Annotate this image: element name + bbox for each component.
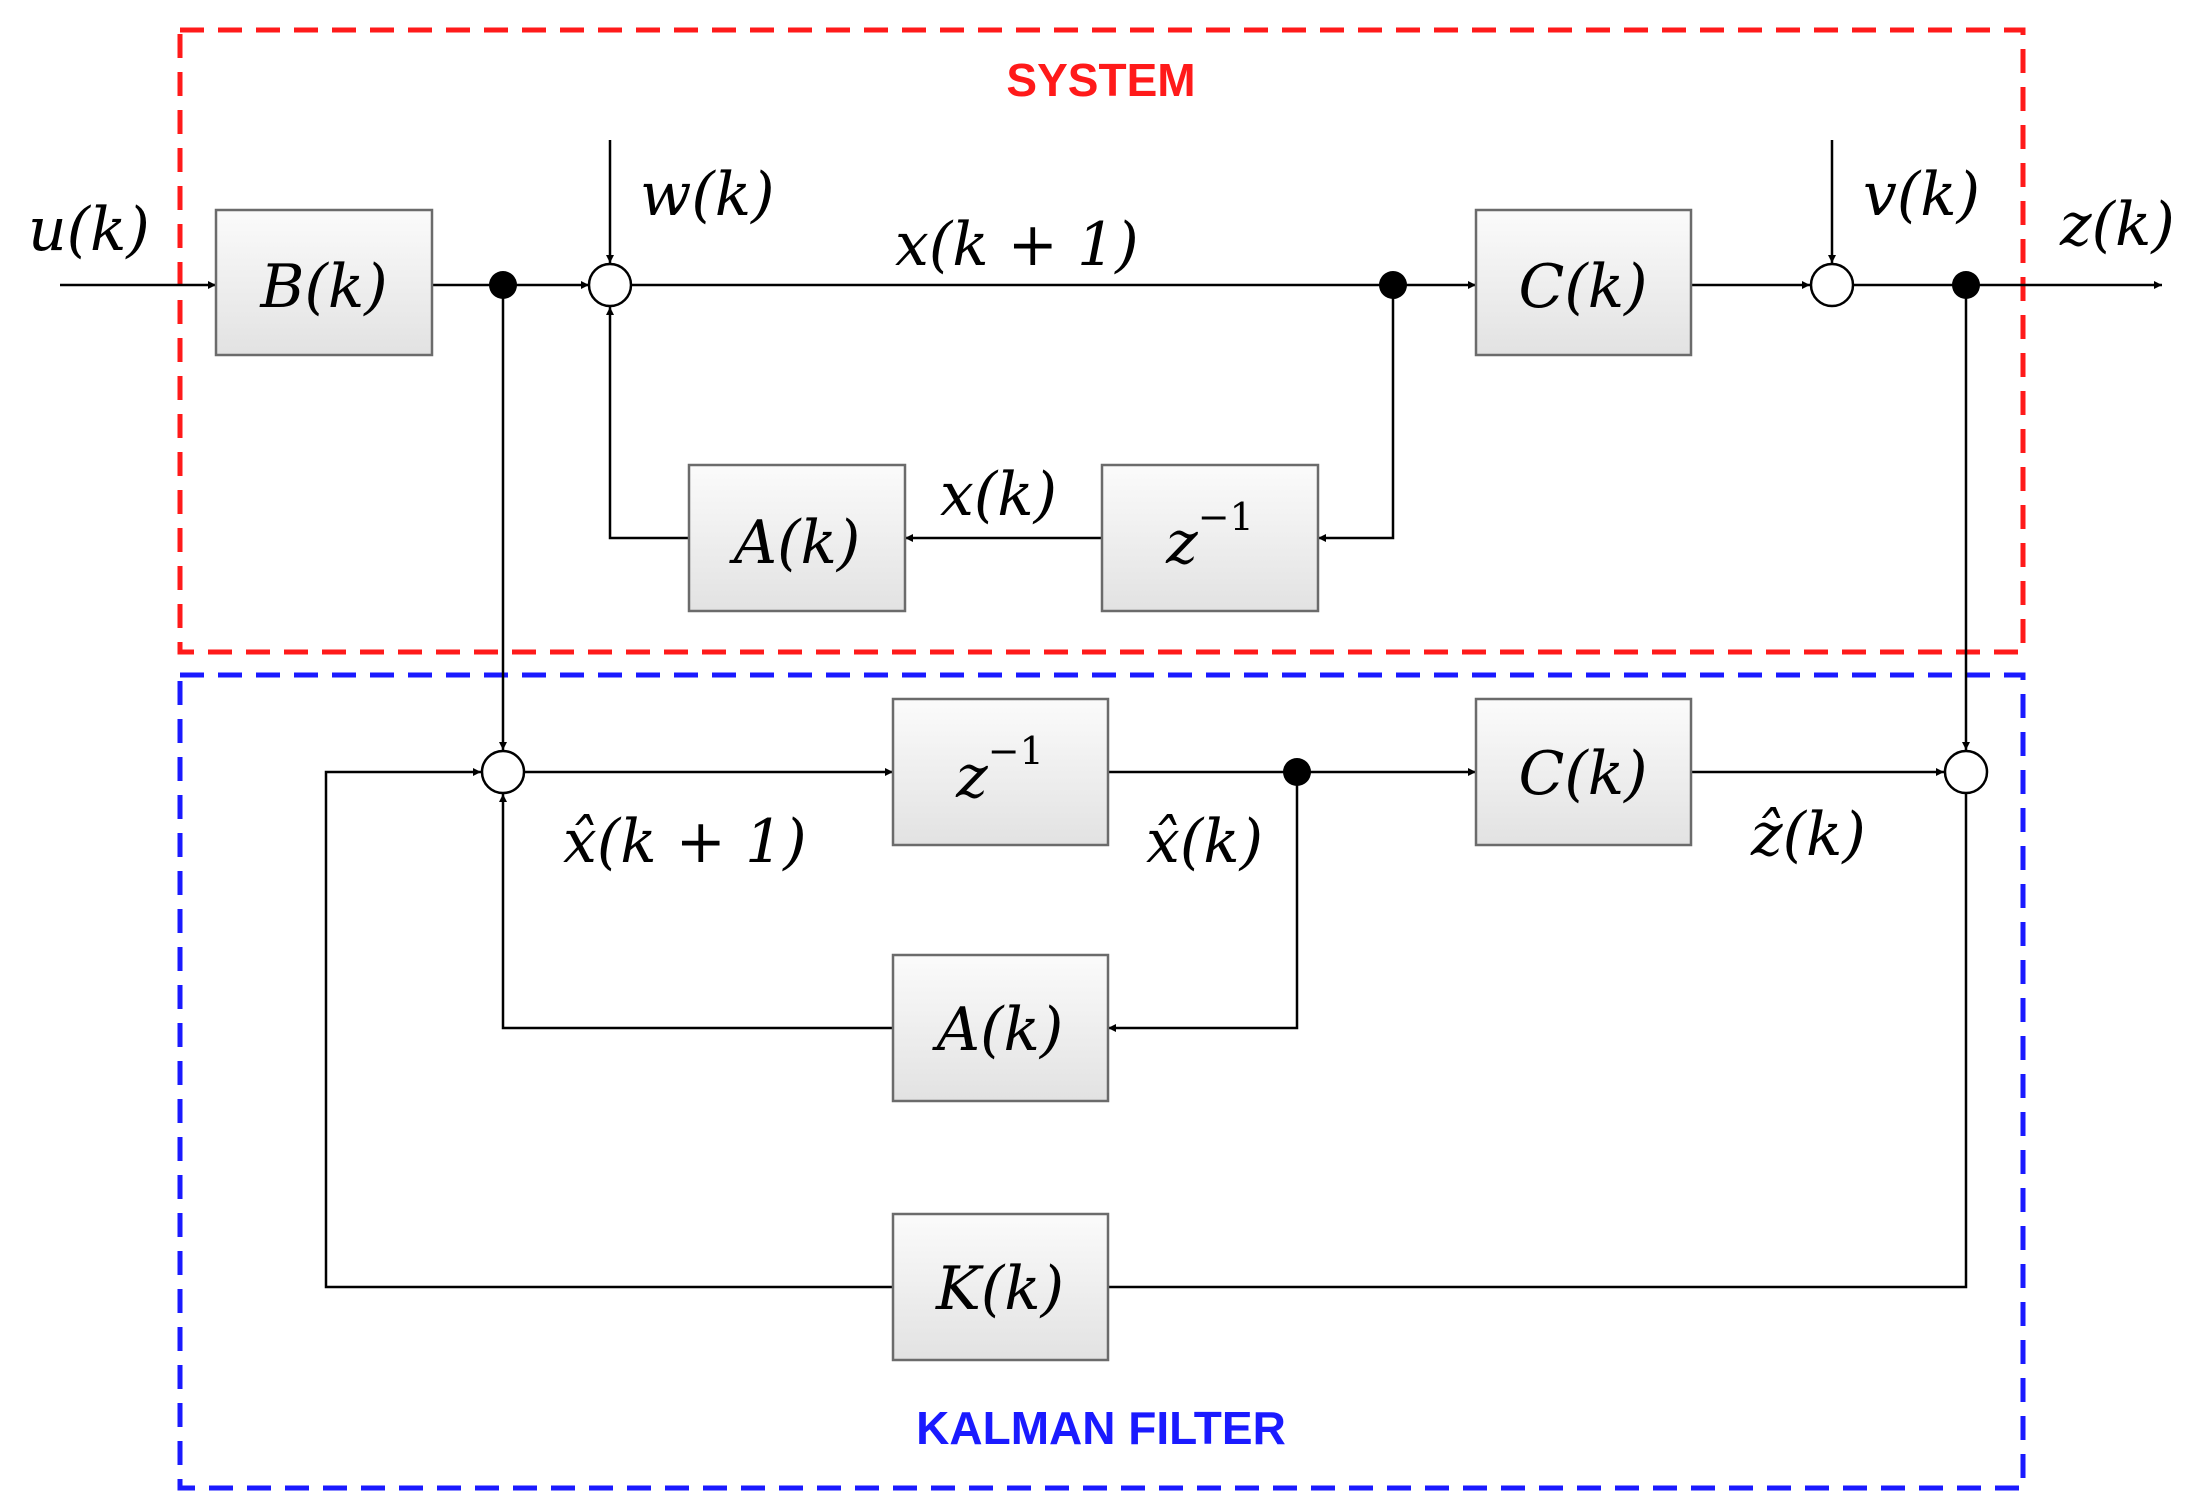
xhat-next-label: x̂(k + 1) bbox=[563, 807, 807, 877]
junction-dot bbox=[1952, 271, 1980, 299]
svg-text:A(k): A(k) bbox=[729, 508, 861, 578]
junction-dot bbox=[1283, 758, 1311, 786]
delay-block-filter: z−1 bbox=[891, 697, 1110, 847]
kf-state-sum bbox=[480, 749, 526, 795]
xhat-label: x̂(k) bbox=[1146, 807, 1263, 877]
system-output-sum bbox=[1809, 262, 1855, 308]
kf-a-feed-wire bbox=[1108, 772, 1299, 1032]
c-block-system: C(k) bbox=[1474, 208, 1693, 357]
junction-dot bbox=[1379, 271, 1407, 299]
kf-a-feedback-wire bbox=[499, 794, 893, 1030]
z-label: z(k) bbox=[2059, 190, 2175, 260]
svg-text:z−1: z−1 bbox=[1165, 495, 1254, 578]
c-block-filter: C(k) bbox=[1474, 697, 1693, 847]
kalman-filter-title: KALMAN FILTER bbox=[916, 1402, 1286, 1454]
system-region bbox=[177, 27, 2026, 655]
svg-text:A(k): A(k) bbox=[932, 995, 1064, 1065]
svg-text:C(k): C(k) bbox=[1518, 739, 1647, 809]
svg-text:K(k): K(k) bbox=[935, 1254, 1064, 1324]
zhat-label: ẑ(k) bbox=[1750, 800, 1866, 870]
kalman-filter-region bbox=[177, 672, 2026, 1491]
x-label: x(k) bbox=[940, 460, 1057, 530]
svg-text:C(k): C(k) bbox=[1518, 252, 1647, 322]
b-block: B(k) bbox=[214, 208, 434, 357]
svg-text:z−1: z−1 bbox=[955, 729, 1044, 812]
u-label: u(k) bbox=[28, 195, 150, 265]
system-title: SYSTEM bbox=[1006, 54, 1195, 106]
gain-block: K(k) bbox=[891, 1212, 1110, 1362]
kf-innovation-sum bbox=[1943, 749, 1989, 795]
delay-block-system: z−1 bbox=[1100, 463, 1320, 613]
system-feedback-wire bbox=[606, 307, 689, 540]
svg-text:B(k): B(k) bbox=[259, 252, 387, 322]
junction-dot bbox=[489, 271, 517, 299]
kf-gain-out-wire bbox=[324, 768, 893, 1289]
a-block-filter: A(k) bbox=[891, 953, 1110, 1103]
x-next-label: x(k + 1) bbox=[895, 210, 1139, 280]
w-label: w(k) bbox=[640, 160, 775, 230]
system-state-sum bbox=[587, 262, 633, 308]
kf-gain-in-wire bbox=[1108, 794, 1968, 1289]
system-delay-feed-wire bbox=[1318, 285, 1395, 542]
v-label: v(k) bbox=[1863, 160, 1980, 230]
a-block-system: A(k) bbox=[687, 463, 907, 613]
